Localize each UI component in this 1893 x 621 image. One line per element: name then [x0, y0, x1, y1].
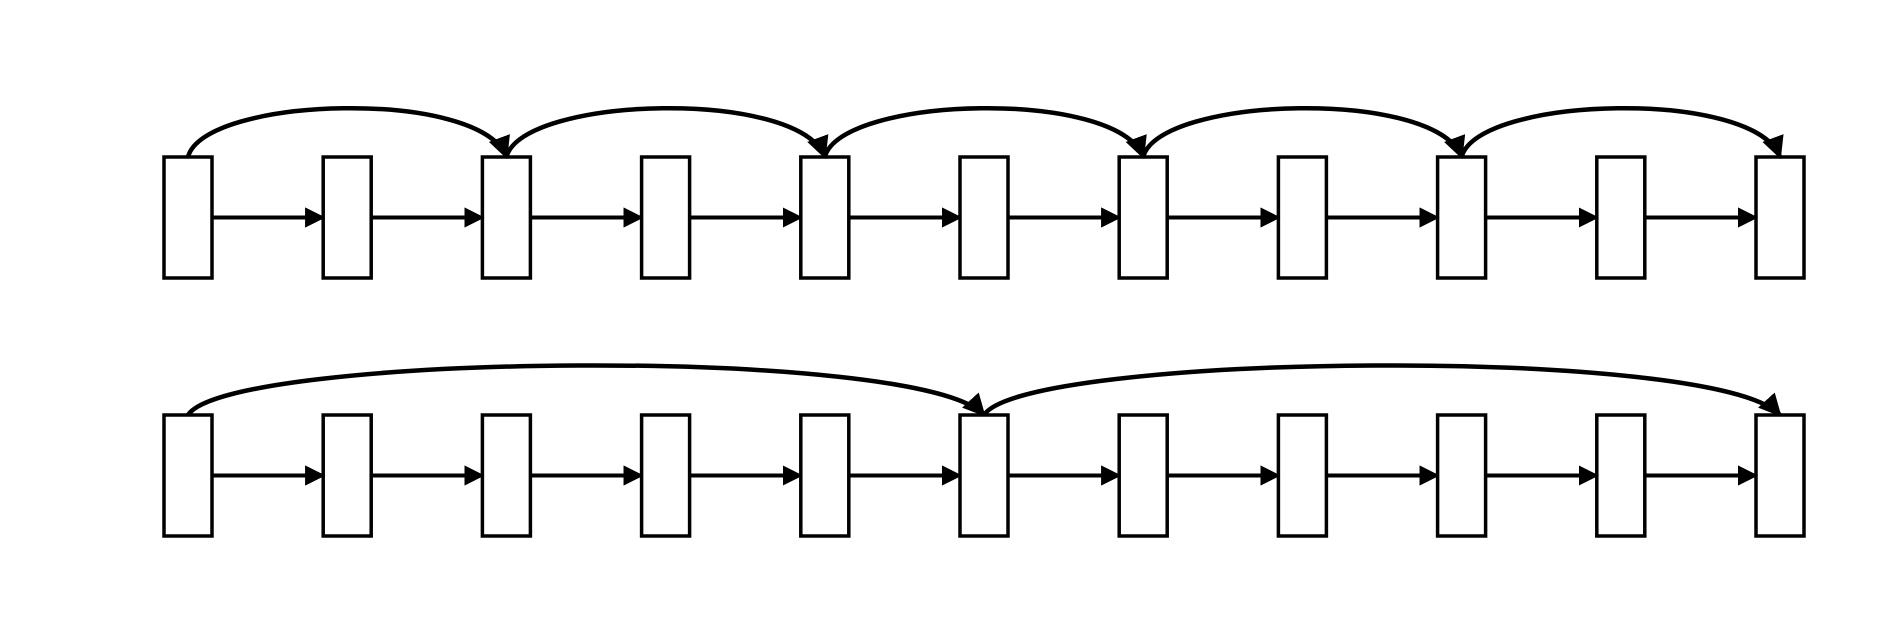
row-skip-5 [162, 363, 1806, 538]
node-box [1435, 413, 1488, 538]
node-box [321, 413, 373, 538]
node-box [480, 155, 533, 280]
node-box [1595, 155, 1647, 280]
skip-connection-arc [186, 363, 986, 417]
skip-connection-arc [185, 105, 510, 160]
node-box [1117, 413, 1169, 538]
node-box [480, 413, 533, 538]
node-box [1276, 155, 1329, 280]
node-box [799, 413, 851, 538]
node-box [1117, 155, 1169, 280]
node-box [639, 155, 692, 280]
node-box [1276, 413, 1329, 538]
node-box [162, 413, 214, 538]
node-box [1754, 413, 1806, 538]
node-box [958, 413, 1010, 538]
node-box [162, 155, 214, 280]
node-box [958, 155, 1010, 280]
skip-connection-arc [504, 105, 829, 160]
row-skip-2 [162, 105, 1806, 280]
node-box [321, 155, 373, 280]
node-box [1595, 413, 1647, 538]
skip-connection-arc [1459, 105, 1784, 160]
skip-connection-arc [982, 363, 1782, 417]
node-box [799, 155, 851, 280]
node-box [1754, 155, 1806, 280]
skip-connection-arc [822, 105, 1147, 160]
node-box [639, 413, 692, 538]
skip-connection-arc [1141, 105, 1466, 160]
node-box [1435, 155, 1488, 280]
